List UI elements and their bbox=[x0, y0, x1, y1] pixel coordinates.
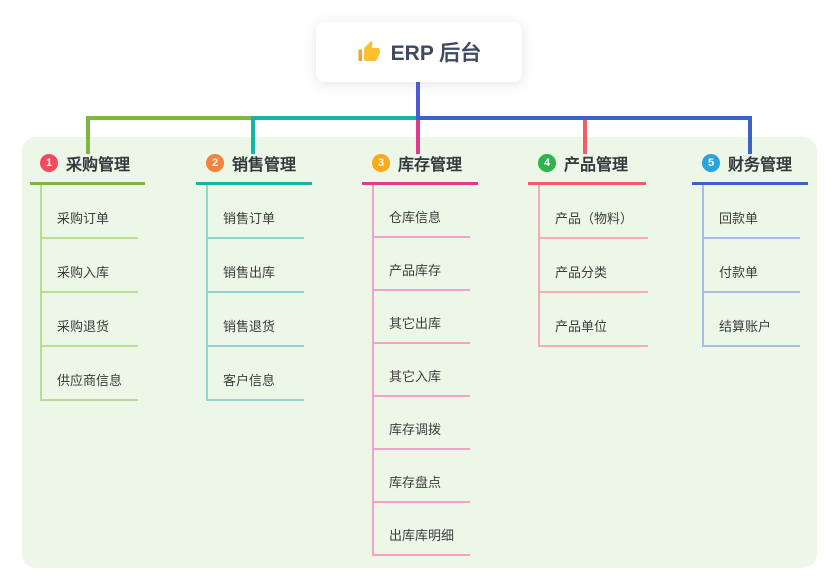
branch-purchase-header[interactable]: 1 采购管理 bbox=[30, 147, 145, 185]
node-item[interactable]: 库存盘点 bbox=[374, 450, 470, 503]
connector-drop-inventory bbox=[416, 120, 420, 154]
node-item[interactable]: 仓库信息 bbox=[374, 185, 470, 238]
connector-drop-product bbox=[583, 120, 587, 154]
branch-title: 采购管理 bbox=[66, 157, 131, 174]
branch-finance-header[interactable]: 5 财务管理 bbox=[692, 147, 808, 185]
node-item[interactable]: 产品分类 bbox=[540, 239, 648, 293]
branch-sales: 2 销售管理 销售订单 销售出库 销售退货 客户信息 bbox=[196, 147, 312, 401]
node-item[interactable]: 采购入库 bbox=[42, 239, 138, 293]
node-item[interactable]: 结算账户 bbox=[704, 293, 800, 347]
connector-bus-green bbox=[86, 116, 255, 120]
node-item[interactable]: 其它出库 bbox=[374, 291, 470, 344]
node-item[interactable]: 其它入库 bbox=[374, 344, 470, 397]
node-item[interactable]: 产品库存 bbox=[374, 238, 470, 291]
branch-number-badge: 2 bbox=[206, 154, 224, 172]
branch-sales-header[interactable]: 2 销售管理 bbox=[196, 147, 312, 185]
node-item[interactable]: 采购订单 bbox=[42, 185, 138, 239]
connector-bus-teal bbox=[251, 116, 418, 120]
node-item[interactable]: 供应商信息 bbox=[42, 347, 138, 401]
node-item[interactable]: 产品单位 bbox=[540, 293, 648, 347]
node-item[interactable]: 产品（物料） bbox=[540, 185, 648, 239]
branch-number-badge: 4 bbox=[538, 154, 556, 172]
branch-inventory: 3 库存管理 仓库信息 产品库存 其它出库 其它入库 库存调拨 库存盘点 出库库… bbox=[362, 147, 478, 556]
branch-sales-children: 销售订单 销售出库 销售退货 客户信息 bbox=[206, 185, 304, 401]
branch-product: 4 产品管理 产品（物料） 产品分类 产品单位 bbox=[528, 147, 648, 347]
branches-panel bbox=[22, 137, 817, 568]
connector-drop-sales bbox=[251, 116, 255, 154]
node-item[interactable]: 销售出库 bbox=[208, 239, 304, 293]
root-node[interactable]: ERP 后台 bbox=[316, 22, 522, 82]
branch-number-badge: 1 bbox=[40, 154, 58, 172]
node-item[interactable]: 出库库明细 bbox=[374, 503, 470, 556]
root-title: ERP 后台 bbox=[390, 42, 482, 65]
node-item[interactable]: 销售订单 bbox=[208, 185, 304, 239]
branch-inventory-header[interactable]: 3 库存管理 bbox=[362, 147, 478, 185]
branch-title: 库存管理 bbox=[398, 157, 463, 174]
connector-drop-purchase bbox=[86, 116, 90, 154]
connector-drop-finance bbox=[748, 116, 752, 154]
branch-finance: 5 财务管理 回款单 付款单 结算账户 bbox=[692, 147, 808, 347]
branch-purchase-children: 采购订单 采购入库 采购退货 供应商信息 bbox=[40, 185, 138, 401]
branch-purchase: 1 采购管理 采购订单 采购入库 采购退货 供应商信息 bbox=[30, 147, 145, 401]
connector-root-line bbox=[416, 82, 420, 118]
branch-title: 财务管理 bbox=[728, 157, 793, 174]
node-item[interactable]: 客户信息 bbox=[208, 347, 304, 401]
node-item[interactable]: 采购退货 bbox=[42, 293, 138, 347]
branch-product-header[interactable]: 4 产品管理 bbox=[528, 147, 646, 185]
branch-number-badge: 3 bbox=[372, 154, 390, 172]
thumbs-up-icon bbox=[357, 40, 381, 64]
node-item[interactable]: 回款单 bbox=[704, 185, 800, 239]
node-item[interactable]: 库存调拨 bbox=[374, 397, 470, 450]
branch-inventory-children: 仓库信息 产品库存 其它出库 其它入库 库存调拨 库存盘点 出库库明细 bbox=[372, 185, 470, 556]
connector-bus-blue bbox=[416, 116, 752, 120]
branch-product-children: 产品（物料） 产品分类 产品单位 bbox=[538, 185, 648, 347]
branch-number-badge: 5 bbox=[702, 154, 720, 172]
node-item[interactable]: 销售退货 bbox=[208, 293, 304, 347]
node-item[interactable]: 付款单 bbox=[704, 239, 800, 293]
branch-finance-children: 回款单 付款单 结算账户 bbox=[702, 185, 800, 347]
branch-title: 产品管理 bbox=[564, 157, 629, 174]
branch-title: 销售管理 bbox=[232, 157, 297, 174]
